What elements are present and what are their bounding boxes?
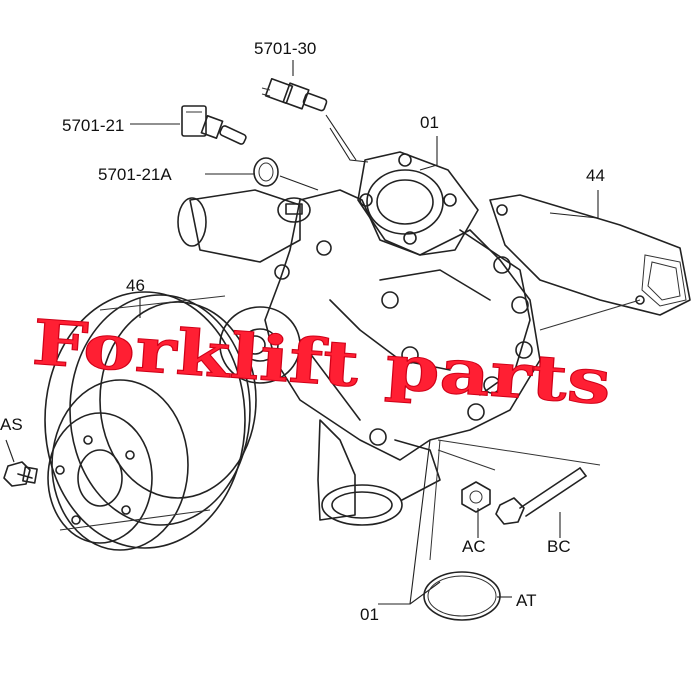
label-5701-30: 5701-30 [254,39,316,58]
label-bc: BC [547,537,571,556]
watermark-text: Forklift parts [30,306,614,419]
label-01-bottom: 01 [360,605,379,624]
label-46: 46 [126,276,145,295]
label-ac: AC [462,537,486,556]
o-ring-at [423,571,501,621]
bolt-as [3,461,38,487]
label-01-top: 01 [420,113,439,132]
reference-lines [429,439,601,561]
temperature-sender-5701-21 [181,105,247,145]
washer-5701-21a [253,157,279,187]
temperature-sensor-5701-30 [261,77,357,161]
pulley-46 [44,291,257,551]
leader-lines [5,60,599,605]
label-5701-21a: 5701-21A [98,165,172,184]
label-at: AT [516,591,536,610]
gasket-44 [489,194,691,331]
label-44: 44 [586,166,605,185]
bolt-bc [495,467,587,525]
label-5701-21: 5701-21 [62,116,124,135]
label-as: AS [0,415,23,434]
nut-ac [461,481,491,513]
water-pump-body [177,151,541,526]
